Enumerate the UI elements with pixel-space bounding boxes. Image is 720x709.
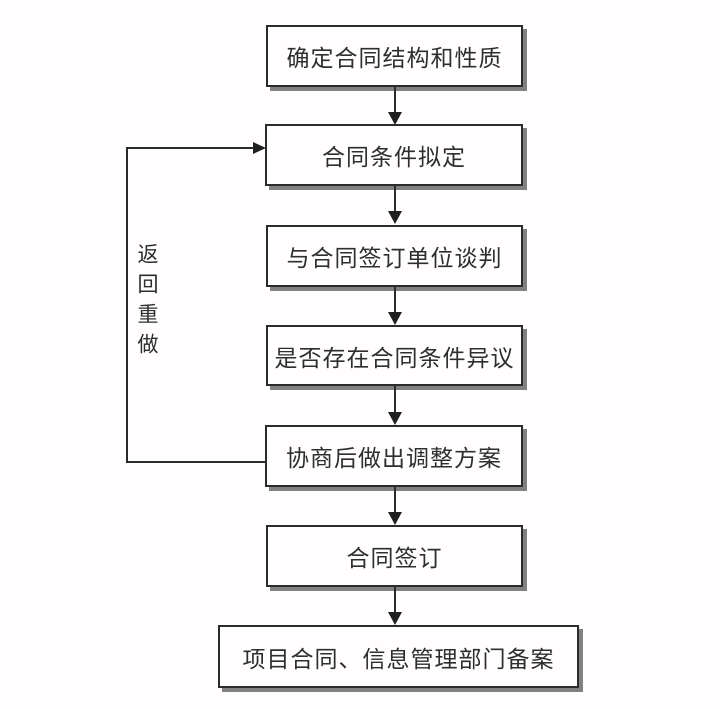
connector-line-1	[394, 87, 396, 114]
node-contract-signing: 合同签订	[266, 525, 523, 587]
node-department-filing: 项目合同、信息管理部门备案	[218, 625, 579, 688]
arrowhead-down-icon	[388, 412, 402, 425]
arrowhead-right-icon	[253, 142, 266, 154]
connector-line-6	[394, 587, 396, 614]
node-check-term-objections: 是否存在合同条件异议	[266, 325, 523, 386]
arrowhead-down-icon	[388, 612, 402, 625]
arrowhead-down-icon	[388, 312, 402, 325]
node-negotiate-with-signing-party: 与合同签订单位谈判	[266, 225, 523, 287]
connector-line-5	[394, 487, 396, 514]
node-determine-contract-structure: 确定合同结构和性质	[266, 25, 523, 87]
feedback-line-bottom	[126, 461, 266, 463]
arrowhead-down-icon	[388, 211, 402, 224]
connector-line-2	[394, 186, 396, 213]
node-draft-contract-terms: 合同条件拟定	[265, 124, 523, 186]
connector-line-4	[394, 386, 396, 414]
node-make-adjustment-plan: 协商后做出调整方案	[265, 425, 523, 487]
arrowhead-down-icon	[388, 112, 402, 125]
arrowhead-down-icon	[388, 512, 402, 525]
feedback-line-top	[126, 147, 254, 149]
feedback-line-vertical	[126, 147, 128, 463]
connector-line-3	[394, 287, 396, 314]
feedback-loop-label: 返回重做	[135, 243, 159, 363]
